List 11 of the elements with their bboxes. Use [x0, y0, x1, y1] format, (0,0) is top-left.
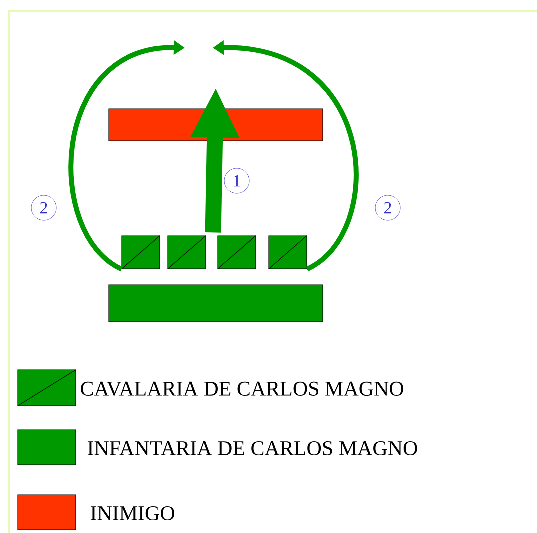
- circled-number: 2: [375, 195, 401, 221]
- legend-label: INFANTARIA DE CARLOS MAGNO: [88, 441, 418, 456]
- unit-square: [121, 235, 161, 270]
- circled-number: 1: [224, 168, 250, 194]
- unit-square: [268, 235, 308, 270]
- circled-number: 2: [31, 195, 57, 221]
- legend-label: INIMIGO: [90, 506, 174, 521]
- unit-square: [167, 235, 207, 270]
- unit-square: [217, 235, 257, 270]
- legend-label: CAVALARIA DE CARLOS MAGNO: [81, 382, 404, 396]
- bar: [108, 284, 324, 322]
